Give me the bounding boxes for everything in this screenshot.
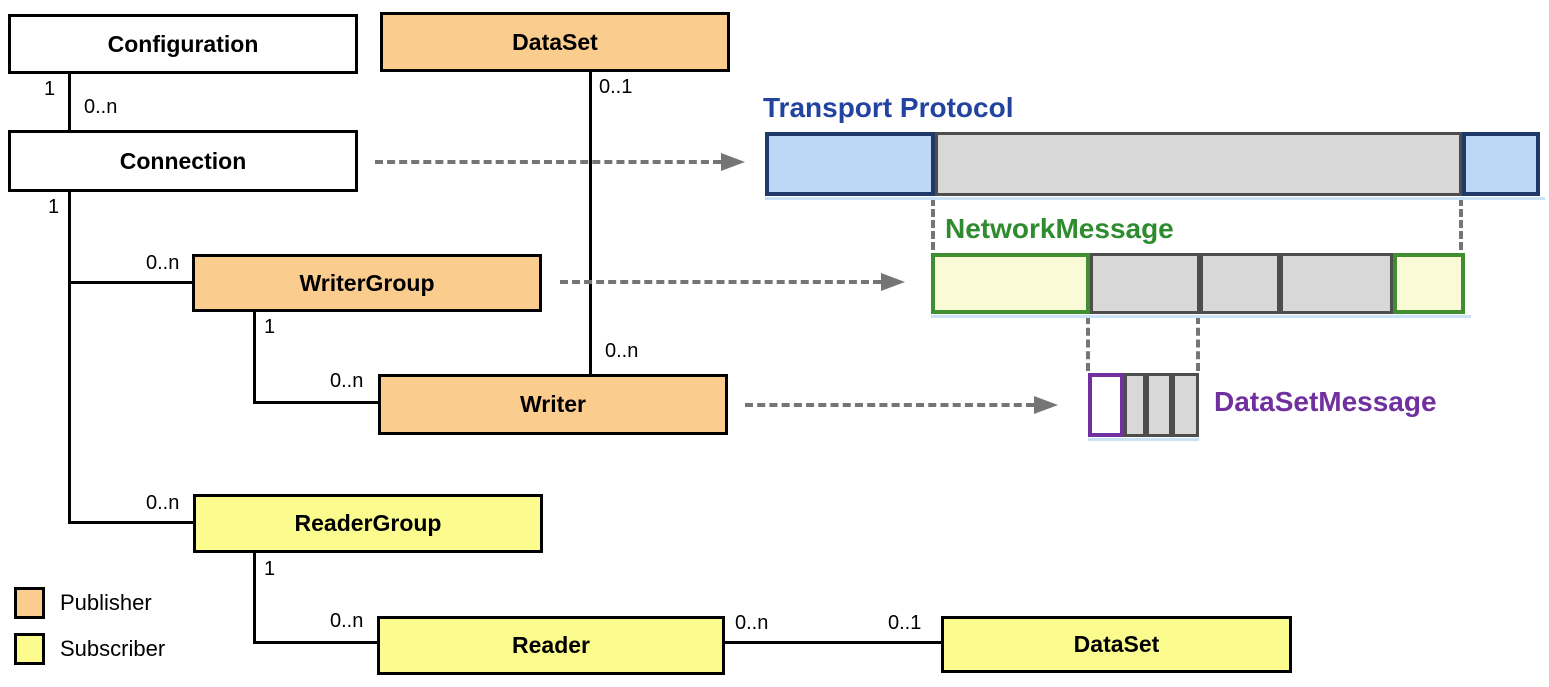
datasetmessage-header-segment	[1088, 373, 1124, 437]
connector-connection-trunk	[68, 192, 71, 524]
multiplicity-label: 0..1	[599, 76, 633, 98]
connector-reader-dataset	[725, 641, 941, 644]
connector-configuration-connection	[68, 74, 71, 130]
multiplicity-label: 0..n	[146, 252, 180, 274]
arrowhead-writergroup-networkmessage	[881, 273, 905, 291]
node-dataset-top: DataSet	[380, 12, 730, 72]
arrowhead-writer-datasetmessage	[1034, 396, 1058, 414]
multiplicity-label: 0..n	[84, 96, 118, 118]
transport-footer-segment	[1462, 132, 1540, 196]
connector-writergroup-writer-h	[253, 401, 378, 404]
datasetmessage-shadow	[1088, 438, 1199, 441]
networkmessage-payload-cell	[1200, 253, 1280, 314]
multiplicity-label: 1	[264, 558, 276, 580]
node-configuration: Configuration	[8, 14, 358, 74]
datasetmessage-label: DataSetMessage	[1214, 386, 1437, 417]
node-readergroup: ReaderGroup	[193, 494, 543, 553]
networkmessage-bar-shadow	[931, 315, 1471, 318]
connector-connection-readergroup	[68, 521, 193, 524]
node-reader: Reader	[377, 616, 725, 675]
legend-subscriber-swatch	[14, 633, 45, 665]
legend-subscriber-label: Subscriber	[60, 636, 166, 661]
multiplicity-label: 0..1	[888, 612, 922, 634]
transport-protocol-label: Transport Protocol	[763, 92, 1014, 123]
guide-transport-network-right	[1459, 198, 1463, 250]
networkmessage-label: NetworkMessage	[945, 213, 1174, 244]
legend-publisher-label: Publisher	[60, 590, 152, 615]
multiplicity-label: 1	[48, 196, 60, 218]
guide-network-datasetmsg-right	[1196, 316, 1200, 371]
transport-header-segment	[765, 132, 935, 196]
legend-publisher-swatch	[14, 587, 45, 619]
connector-writergroup-writer-v	[253, 312, 256, 404]
connector-dataset-writer	[589, 72, 592, 374]
transport-payload-segment	[935, 132, 1462, 196]
connector-readergroup-reader-h	[253, 641, 378, 644]
multiplicity-label: 0..n	[735, 612, 769, 634]
guide-network-datasetmsg-left	[1086, 316, 1090, 371]
node-connection: Connection	[8, 130, 358, 192]
networkmessage-header-segment	[931, 253, 1090, 314]
transport-bar-shadow	[765, 197, 1545, 200]
dashed-arrow-writer-datasetmessage	[745, 403, 1034, 407]
datasetmessage-field-cell	[1146, 373, 1172, 437]
multiplicity-label: 0..n	[330, 370, 364, 392]
datasetmessage-field-cell	[1124, 373, 1146, 437]
datasetmessage-field-cell	[1172, 373, 1199, 437]
multiplicity-label: 0..n	[330, 610, 364, 632]
multiplicity-label: 1	[264, 316, 276, 338]
connector-connection-writergroup	[68, 281, 192, 284]
networkmessage-footer-segment	[1393, 253, 1465, 314]
connector-readergroup-reader-v	[253, 553, 256, 644]
node-dataset-bottom: DataSet	[941, 616, 1292, 673]
dashed-arrow-connection-transport	[375, 160, 721, 164]
networkmessage-payload-cell	[1090, 253, 1200, 314]
node-writergroup: WriterGroup	[192, 254, 542, 312]
arrowhead-connection-transport	[721, 153, 745, 171]
multiplicity-label: 0..n	[146, 492, 180, 514]
multiplicity-label: 0..n	[605, 340, 639, 362]
dashed-arrow-writergroup-networkmessage	[560, 280, 881, 284]
multiplicity-label: 1	[44, 78, 56, 100]
networkmessage-payload-cell	[1280, 253, 1393, 314]
guide-transport-network-left	[931, 198, 935, 250]
node-writer: Writer	[378, 374, 728, 435]
